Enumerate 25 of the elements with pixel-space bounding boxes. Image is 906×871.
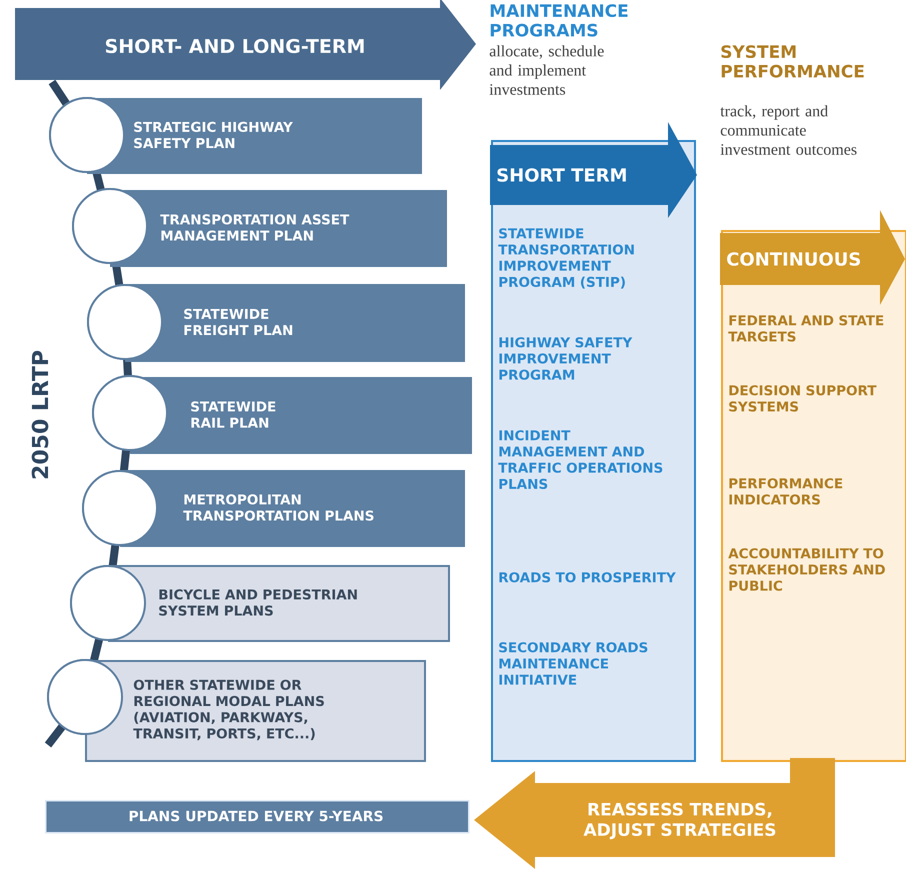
plan-box: STRATEGIC HIGHWAY SAFETY PLAN bbox=[49, 97, 422, 174]
plan-box: TRANSPORTATION ASSET MANAGEMENT PLAN bbox=[72, 188, 447, 267]
plan-box: STATEWIDE FREIGHT PLAN bbox=[87, 284, 465, 362]
plan-box: STATEWIDE RAIL PLAN bbox=[92, 375, 472, 454]
list-item: PERFORMANCE INDICATORS bbox=[729, 478, 842, 505]
description: allocate, schedule and implement investments bbox=[490, 45, 604, 95]
note-bar: PLANS UPDATED EVERY 5-YEARS bbox=[45, 800, 470, 834]
list-item: INCIDENT MANAGEMENT AND TRAFFIC OPERATIONS PLANS bbox=[498, 430, 662, 489]
heading: SYSTEM PERFORMANCE bbox=[721, 45, 864, 78]
list-item: ROADS TO PROSPERITY bbox=[499, 572, 676, 582]
arrow-banner: SHORT- AND LONG-TERM bbox=[15, 0, 476, 90]
list-item: DECISION SUPPORT SYSTEMS bbox=[729, 385, 876, 412]
list-item: ACCOUNTABILITY TO STAKEHOLDERS AND PUBLIC bbox=[728, 548, 885, 591]
arrow-banner: CONTINUOUS bbox=[720, 210, 905, 305]
arrow-banner: REASSESS TRENDS, ADJUST STRATEGIES bbox=[474, 758, 835, 869]
plan-box: OTHER STATEWIDE OR REGIONAL MODAL PLANS (AVIATION, PARKWAYS, TRANSIT, PORTS, ETC...) bbox=[47, 659, 426, 762]
description: track, report and communicate investment outcomes bbox=[720, 105, 856, 155]
list-item: STATEWIDE TRANSPORTATION IMPROVEMENT PROGRAM (STIP) bbox=[498, 228, 634, 289]
list-item: SECONDARY ROADS MAINTENANCE INITIATIVE bbox=[499, 642, 648, 685]
list-item: FEDERAL AND STATE TARGETS bbox=[728, 315, 884, 342]
plan-box: METROPOLITAN TRANSPORTATION PLANS bbox=[82, 470, 465, 547]
arrow-banner: SHORT TERM bbox=[490, 122, 697, 218]
list-item: HIGHWAY SAFETY IMPROVEMENT PROGRAM bbox=[499, 337, 632, 380]
plan-box: BICYCLE AND PEDESTRIAN SYSTEM PLANS bbox=[70, 565, 450, 642]
vertical-title: 2050 LRTP bbox=[32, 350, 48, 478]
